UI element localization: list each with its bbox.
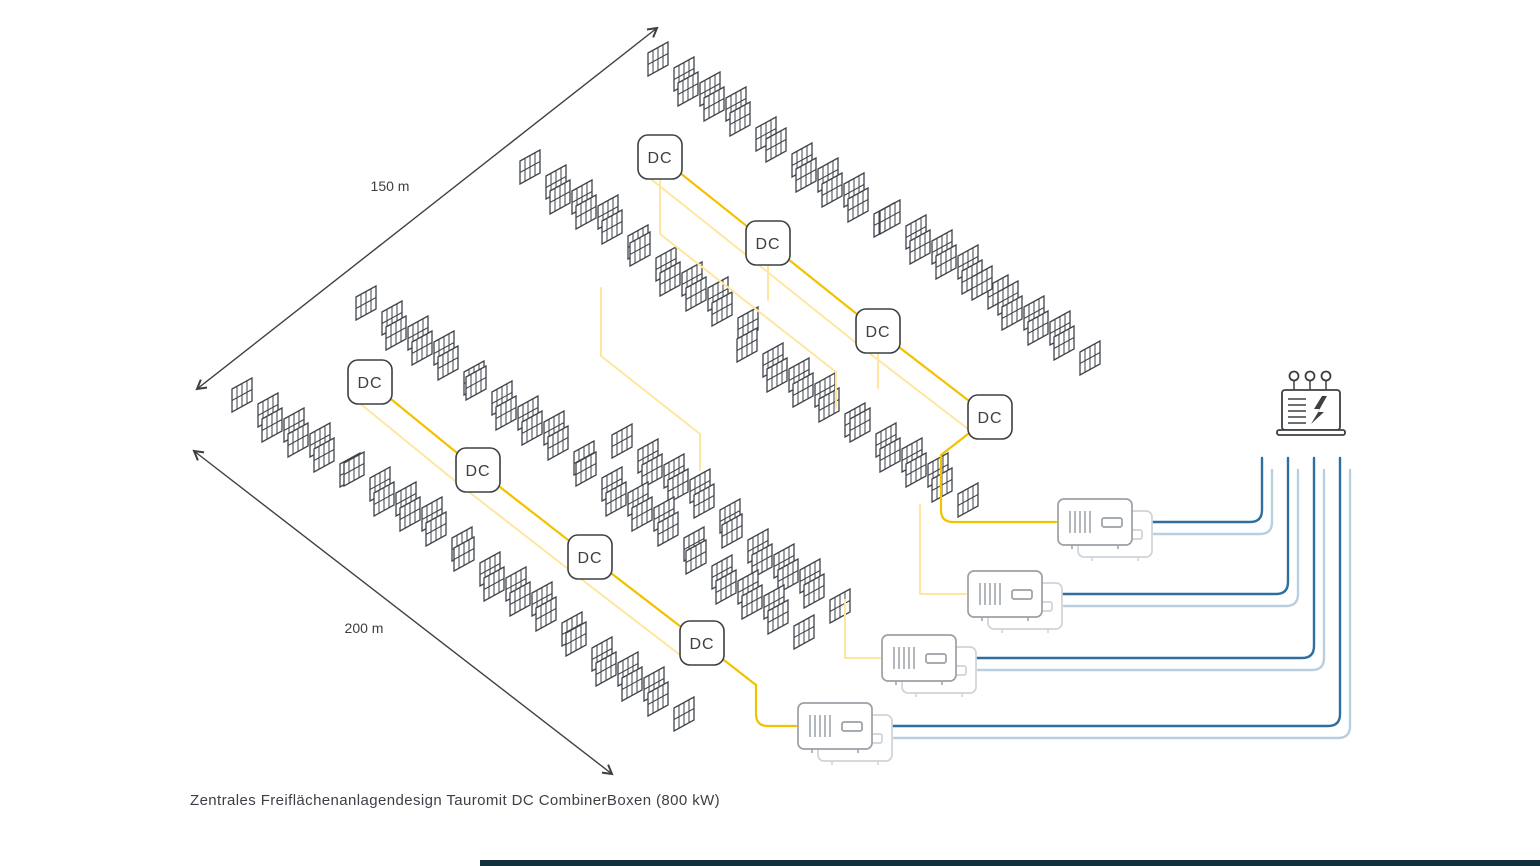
dc-box-label: DC [647,150,672,167]
dc-box-label: DC [465,463,490,480]
inverter-icon [797,702,873,754]
solar-panel-cluster [880,200,1008,309]
dimension-arrow-top [195,26,659,391]
dc-box-label: DC [689,636,714,653]
inverter-unit [1057,498,1153,562]
dc-combiner-box: DC [455,447,501,493]
inverter-unit [881,634,977,698]
solar-panel-cluster [972,266,1100,375]
ac-cable-light [976,468,1326,672]
ac-cabling [870,456,1352,740]
solar-panel-cluster [454,537,582,646]
dc-combiner-boxes: DC DC DC DC DC DC DC DC [347,134,1013,666]
dc-combiner-box: DC [567,534,613,580]
inverter-icon [967,570,1043,622]
ac-cable-dark [870,456,1342,728]
dc-cable-light [919,504,967,595]
solar-panel-cluster [566,622,694,731]
ac-cable-dark [1040,456,1290,596]
dc-cable-light [767,264,879,389]
ac-cable-dark [954,456,1316,660]
dc-combiner-box: DC [967,394,1013,440]
diagram-caption: Zentrales Freiflächenanlagendesign Tauro… [190,792,720,809]
dc-cable [658,155,1058,524]
inverter-unit [967,570,1063,634]
dimension-annotations: 150 m 200 m [192,26,659,776]
inverter-icon [881,634,957,686]
dc-cable-light [641,171,973,433]
dc-cable [368,380,798,728]
ac-cable-light [1062,468,1300,608]
solar-panel-cluster [232,378,360,487]
bottom-divider [480,860,1540,866]
dc-combiner-box: DC [679,620,725,666]
ac-cable-dark [1130,456,1264,524]
dc-box-label: DC [357,375,382,392]
dc-cable-light [844,599,881,659]
ac-cable-light [892,468,1352,740]
inverter-unit [797,702,893,766]
dc-cable-light [659,180,837,409]
dc-combiner-box: DC [855,308,901,354]
ac-cable-light [1152,468,1274,536]
dc-cabling [351,155,1058,728]
dc-combiner-box: DC [347,359,393,405]
inverter-icon [1057,498,1133,550]
solar-panel-cluster [520,150,648,259]
dc-combiner-box: DC [745,220,791,266]
dimension-label-150m: 150 m [371,178,410,194]
dimension-label-200m: 200 m [345,620,384,636]
dc-box-label: DC [577,550,602,567]
solar-panel-cluster [766,128,894,237]
solar-panel-cluster [850,408,978,517]
dimension-arrow-left [192,449,614,776]
solar-panel-cluster [344,452,472,561]
dc-combiner-box: DC [637,134,683,180]
dc-box-label: DC [977,410,1002,427]
dc-box-label: DC [755,236,780,253]
dc-box-label: DC [865,324,890,341]
transformer-icon [1276,370,1346,436]
